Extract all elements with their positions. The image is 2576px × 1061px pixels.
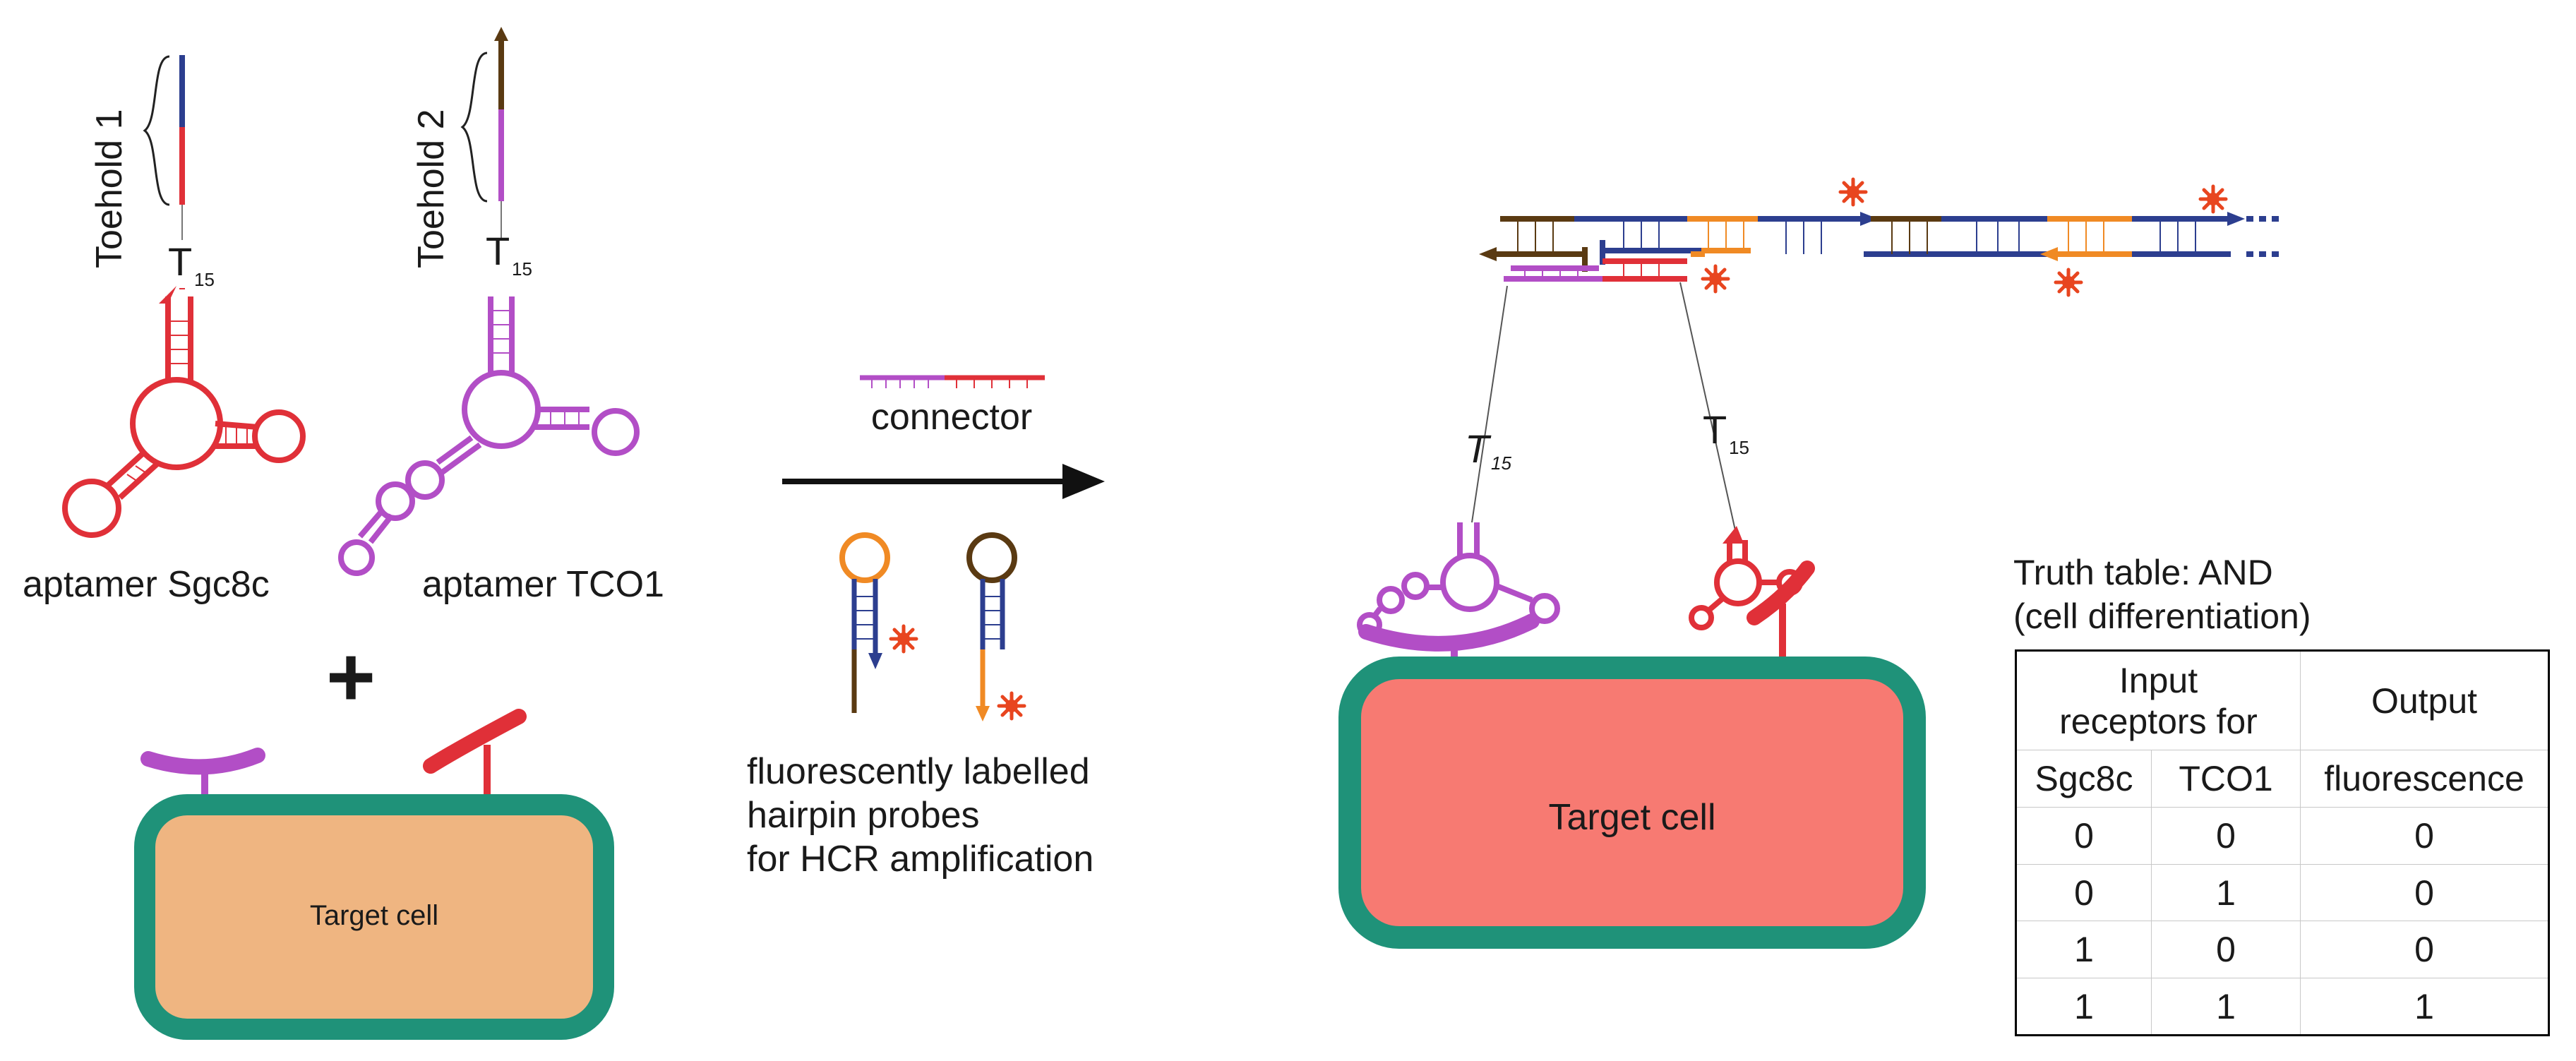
tether-right [1679, 282, 1737, 537]
table-cell: 0 [2015, 863, 2152, 922]
toehold2-strand [460, 27, 508, 240]
truth-table-col-sgc8c: Sgc8c [2015, 750, 2152, 808]
hairpin-probe-1 [839, 532, 916, 713]
table-cell: 0 [2300, 807, 2549, 865]
t15-label-4: T [1703, 407, 1727, 452]
table-cell: 0 [2151, 807, 2301, 865]
table-cell: 0 [2300, 863, 2549, 922]
t15-label-1: T [168, 239, 192, 284]
toehold2-label: Toehold 2 [411, 109, 452, 268]
aptamer-tco1-structure [338, 296, 640, 576]
fluor-star-1 [1840, 179, 1866, 205]
table-row: 0 1 0 [2015, 863, 2549, 922]
toehold1-label: Toehold 1 [89, 109, 130, 268]
truth-table-header-input: Input receptors for [2015, 649, 2301, 751]
table-cell: 1 [2015, 978, 2152, 1036]
probes-label-line3: for HCR amplification [747, 839, 1094, 880]
truth-table-title: Truth table: AND [2013, 553, 2273, 592]
toehold1-brace [143, 55, 170, 206]
aptamer-sgc8c-rungs [126, 320, 248, 484]
target-cell-right [1338, 657, 1926, 949]
table-cell: 1 [2151, 978, 2301, 1036]
target-cell-right-label: Target cell [1549, 797, 1716, 838]
truth-table-subtitle: (cell differentiation) [2013, 597, 2311, 636]
t15-sub-4: 15 [1729, 437, 1749, 458]
t15-label-2: T [486, 229, 510, 273]
toehold2-brace [460, 52, 488, 203]
tether-left [1471, 285, 1508, 523]
fluor-star-2 [1703, 266, 1728, 292]
aptamer-sgc8c-structure [62, 286, 306, 538]
truth-table-col-tco1: TCO1 [2151, 750, 2301, 808]
aptamer-sgc8c-label: aptamer Sgc8c [23, 564, 270, 605]
fluor-star-4 [2056, 270, 2081, 295]
table-row: 1 0 0 [2015, 921, 2549, 979]
target-cell-left-label: Target cell [310, 900, 438, 931]
connector-strand [860, 375, 1045, 388]
probes-label-line1: fluorescently labelled [747, 751, 1090, 792]
t15-sub-2: 15 [512, 258, 532, 280]
t15-sub-3: 15 [1491, 452, 1511, 474]
table-cell: 1 [2300, 978, 2549, 1036]
truth-table-header-output: Output [2300, 649, 2549, 751]
table-cell: 0 [2151, 921, 2301, 979]
t15-sub-1: 15 [194, 269, 215, 290]
connector-label: connector [871, 397, 1032, 438]
aptamer-tco1-rungs [491, 310, 580, 427]
receptor-left-red [423, 709, 527, 801]
probes-label-line2: hairpin probes [747, 795, 980, 836]
truth-table: Input receptors for Output Sgc8c TCO1 fl… [2015, 649, 2550, 1036]
target-cell-left [134, 794, 614, 1040]
hairpin-probe-2 [966, 532, 1024, 721]
hcr-polymer [1479, 212, 2279, 282]
aptamer-tco1-label: aptamer TCO1 [422, 564, 664, 605]
fluor-star-3 [2200, 186, 2226, 212]
table-cell: 1 [2151, 863, 2301, 922]
plus-sign: + [326, 630, 376, 724]
bound-aptamer-purple [1357, 522, 1560, 667]
truth-table-col-fluorescence: fluorescence [2300, 750, 2549, 808]
table-row: 0 0 0 [2015, 807, 2549, 865]
table-cell: 0 [2015, 807, 2152, 865]
t15-label-3: T [1465, 426, 1492, 471]
table-cell: 0 [2300, 921, 2549, 979]
toehold1-strand [143, 55, 185, 240]
table-row: 1 1 1 [2015, 978, 2549, 1036]
table-cell: 1 [2015, 921, 2152, 979]
bound-aptamer-red [1689, 526, 1815, 667]
reaction-arrow [782, 464, 1105, 499]
truth-table-caption: Truth table: AND (cell differentiation) [2013, 551, 2311, 638]
